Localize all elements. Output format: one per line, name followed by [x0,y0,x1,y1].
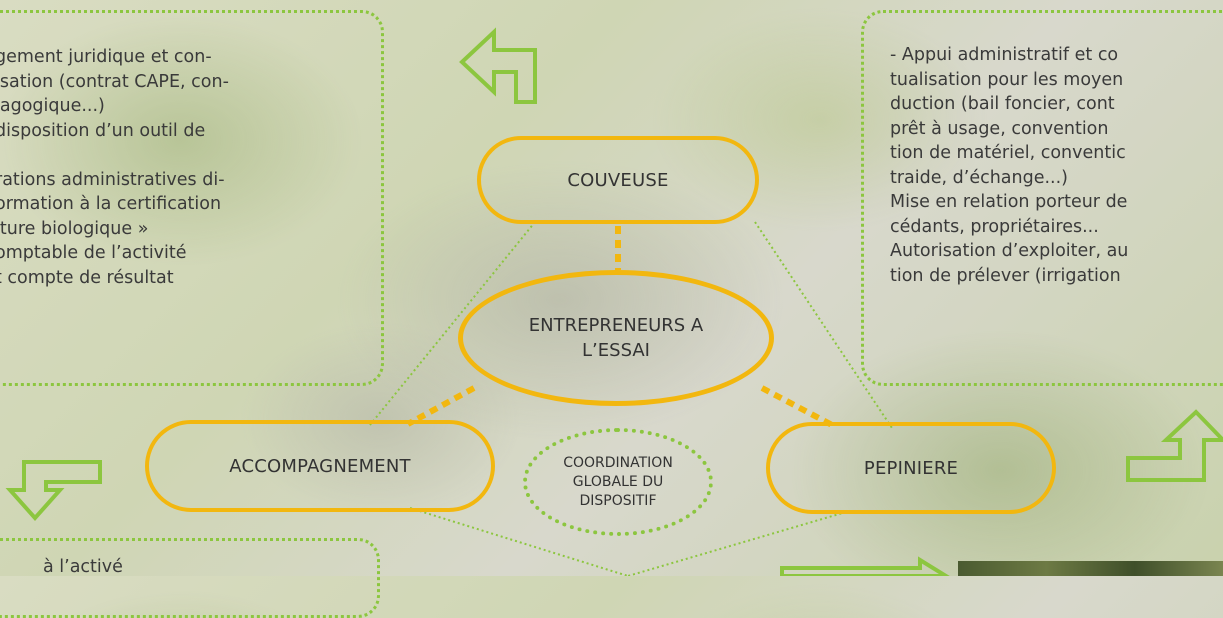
right-panel-line: traide, d’échange...) [890,167,1068,188]
coordination-label-line1: COORDINATION [563,454,673,471]
connector-couveuse-accompagnement [369,221,536,426]
arrow-down-left-icon [5,460,102,522]
connector-layer [5,27,1223,576]
left-panel-line: ormation à la certification [0,194,222,214]
right-panel-line: - Appui administratif et co [890,45,1119,65]
arrow-up-left-icon [459,27,537,104]
right-panel-line: duction (bail foncier, cont [890,94,1115,114]
bottom-info-panel: à l’activé [0,538,380,618]
accompagnement-node: ACCOMPAGNEMENT [145,420,495,512]
left-panel-line: disposition d’un outil de [0,120,206,141]
coordination-label-line3: DISPOSITIF [579,492,657,509]
entrepreneurs-label-line1: ENTREPRENEURS A [528,315,704,336]
left-panel-line: gement juridique et con- [0,47,212,67]
coordination-node: COORDINATION GLOBALE DU DISPOSITIF [523,428,713,536]
couveuse-node: COUVEUSE [477,136,759,224]
connector-couveuse-pepiniere [754,221,893,429]
right-panel-line: tion de matériel, conventic [890,143,1126,163]
pepiniere-label: PEPINIERE [863,457,959,479]
arrow-right-icon [780,556,950,576]
left-panel-line: lture biologique » [0,218,149,239]
connector-entrepreneurs-pepiniere [760,385,834,428]
accompagnement-label: ACCOMPAGNEMENT [229,455,411,477]
connector-accompagnement-bottom [409,507,629,576]
arrow-up-right-icon [1126,409,1223,482]
bottom-panel-line: à l’activé [43,557,123,577]
pepiniere-node: PEPINIERE [766,422,1056,514]
coordination-label-line2: GLOBALE DU [572,473,664,490]
right-info-panel: - Appui administratif et co tualisation … [861,10,1223,386]
left-panel-line: omptable de l’activité [0,243,187,263]
right-panel-line: prêt à usage, convention [890,118,1109,139]
right-panel-line: tion de prélever (irrigation [890,265,1121,286]
right-panel-line: cédants, propriétaires... [890,216,1099,237]
right-panel-line: tualisation pour les moyen [890,69,1124,90]
entrepreneurs-label-line2: L’ESSAI [582,340,650,361]
connector-entrepreneurs-accompagnement [406,385,476,427]
entrepreneurs-node: ENTREPRENEURS A L’ESSAI [458,270,774,406]
left-panel-line: lagogique...) [0,96,105,116]
left-panel-line: t compte de résultat [0,267,174,288]
couveuse-label: COUVEUSE [567,169,669,191]
right-panel-line: Mise en relation porteur de [890,192,1128,212]
right-panel-line: Autorisation d’exploiter, au [890,241,1129,261]
left-panel-line: rations administratives di- [0,169,225,190]
photo-thumbnail [958,561,1223,576]
left-panel-line [0,143,381,168]
left-panel-line: isation (contrat CAPE, con- [0,71,229,92]
left-info-panel: gement juridique et con- isation (contra… [0,10,384,386]
